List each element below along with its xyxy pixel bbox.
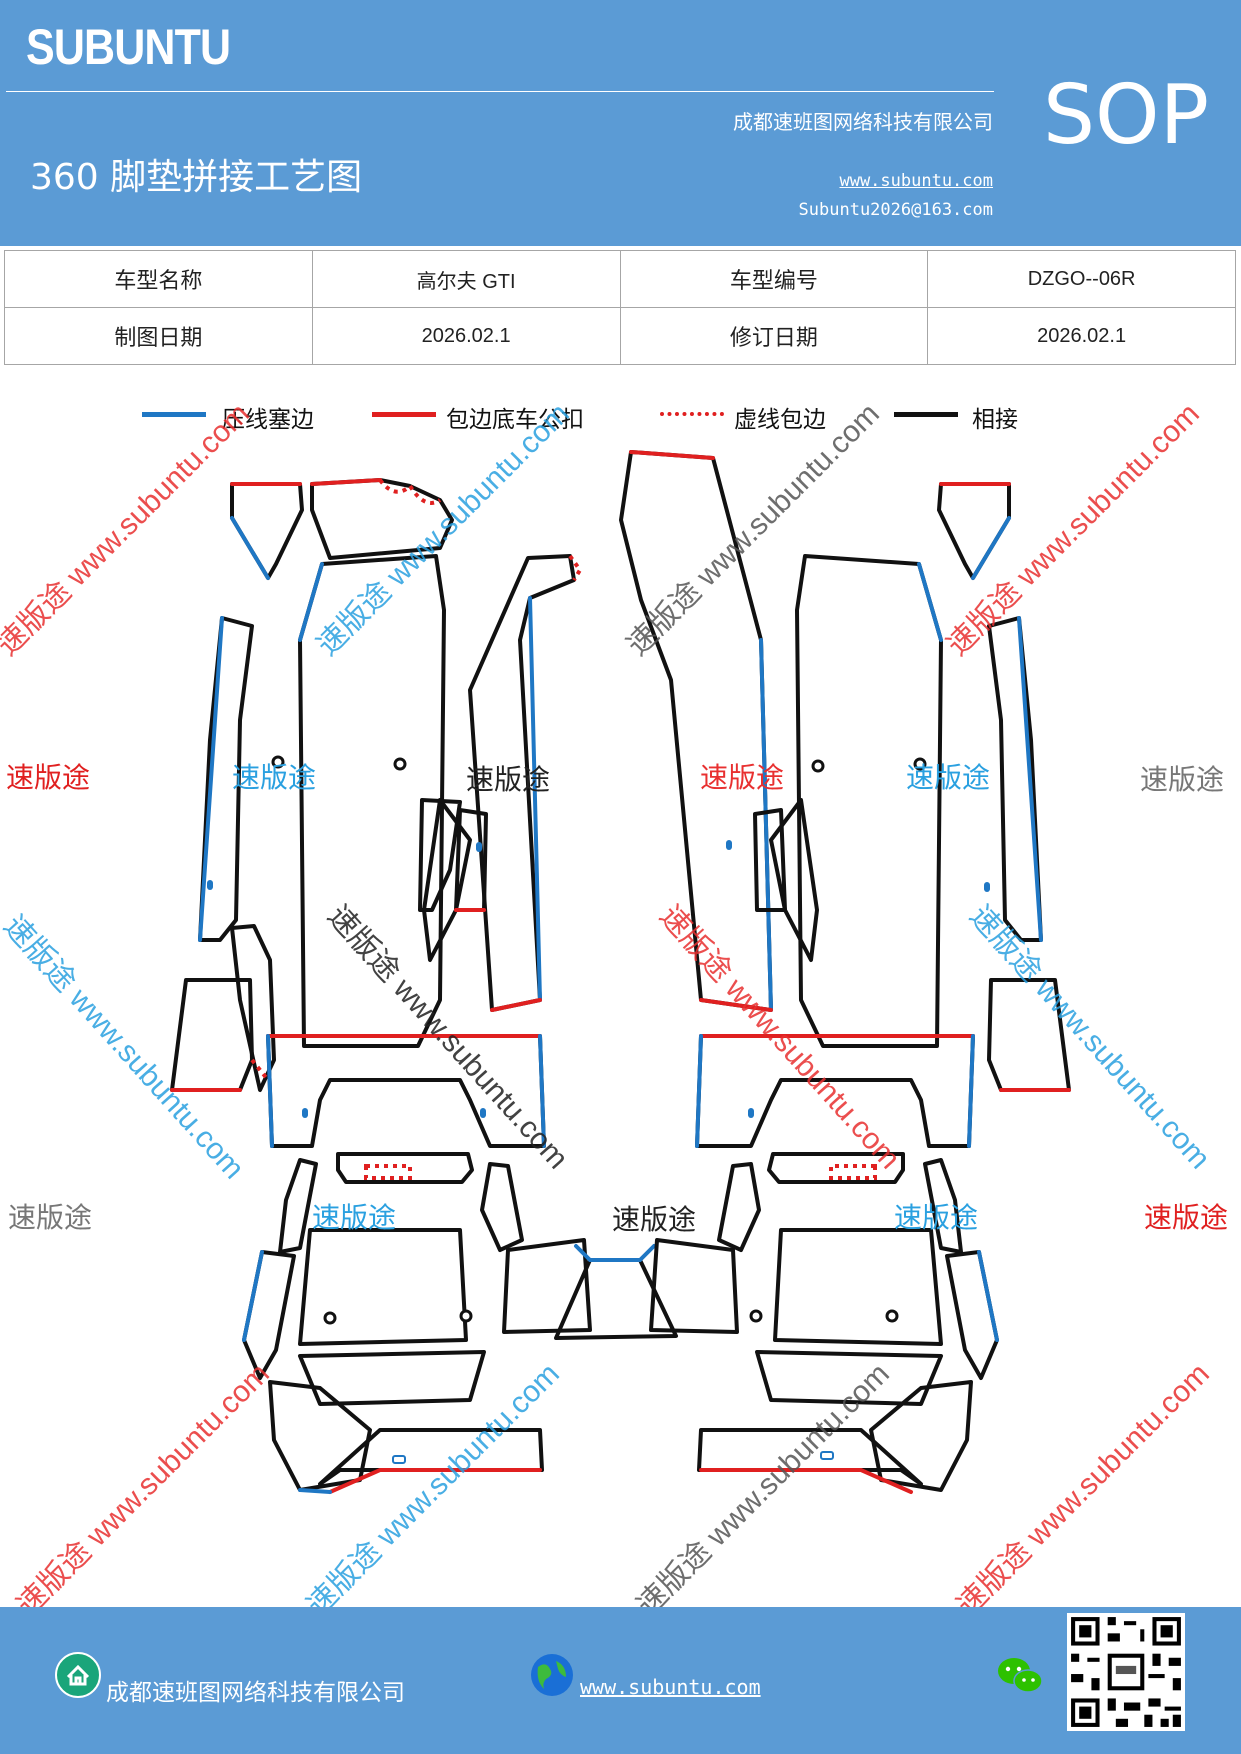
blue-clip-marker — [476, 842, 482, 852]
legend-swatch-red — [372, 412, 436, 417]
mat-piece — [554, 1258, 678, 1340]
legend-swatch-red-dotted — [660, 412, 724, 416]
model-code-value: DZGO--06R — [927, 250, 1236, 308]
mat-piece — [649, 1238, 739, 1334]
mat-piece — [480, 1162, 524, 1252]
blue-clip-marker — [392, 1455, 406, 1464]
mat-piece — [717, 1162, 761, 1252]
mat-piece — [987, 978, 1071, 1092]
legend-label-dotted-edge: 虚线包边 — [734, 407, 826, 433]
mat-piece — [923, 1158, 963, 1254]
blue-clip-marker — [726, 840, 732, 850]
wechat-icon[interactable] — [996, 1655, 1044, 1697]
blue-clip-marker — [748, 1108, 754, 1118]
blue-clip-marker — [302, 1108, 308, 1118]
hole-marker — [913, 757, 927, 771]
table-row: 车型名称 高尔夫 GTI 车型编号 DZGO--06R — [4, 250, 1236, 308]
mat-piece — [753, 808, 787, 912]
mat-piece — [987, 616, 1043, 942]
front-right-mat-group — [619, 450, 1071, 1092]
legend-label-edge-buckle: 包边底车公扣 — [446, 407, 584, 433]
mat-piece — [619, 450, 773, 1012]
draw-date-value: 2026.02.1 — [311, 307, 621, 365]
mat-piece — [418, 798, 462, 912]
mat-piece — [695, 1034, 975, 1148]
mat-piece — [697, 1428, 923, 1486]
draw-date-label: 制图日期 — [4, 307, 313, 365]
mat-piece — [869, 1380, 973, 1492]
rear-right-mat-group — [649, 1034, 999, 1494]
hole-marker — [811, 759, 825, 773]
mat-piece — [230, 482, 304, 580]
revise-date-value: 2026.02.1 — [927, 307, 1236, 365]
hole-marker — [749, 1309, 763, 1323]
mat-piece — [266, 1034, 546, 1148]
mat-piece — [170, 978, 254, 1092]
hole-marker — [271, 755, 285, 769]
revise-date-label: 修订日期 — [619, 307, 929, 365]
mat-piece — [502, 1238, 592, 1334]
mat-piece — [318, 1428, 544, 1486]
brand-logo-text: SUBUNTU — [26, 19, 231, 75]
model-info-table: 车型名称 高尔夫 GTI 车型编号 DZGO--06R 制图日期 2026.02… — [4, 250, 1236, 365]
sop-label: SOP — [1043, 68, 1210, 163]
hole-marker — [885, 1309, 899, 1323]
page-title: 360 脚垫拼接工艺图 — [30, 157, 363, 198]
mat-piece — [767, 1152, 905, 1184]
hole-marker — [393, 757, 407, 771]
mat-piece — [937, 482, 1011, 580]
header-email[interactable]: Subuntu2026@163.com — [798, 200, 993, 220]
mat-piece — [422, 798, 472, 962]
mat-piece — [795, 554, 943, 1048]
header-banner: SUBUNTU SOP 成都速班图网络科技有限公司 360 脚垫拼接工艺图 ww… — [0, 0, 1241, 246]
globe-icon — [531, 1654, 573, 1696]
mat-piece — [773, 1228, 943, 1346]
legend-label-join: 相接 — [972, 407, 1018, 433]
mat-piece — [278, 1158, 318, 1254]
rear-left-mat-group — [242, 1034, 592, 1494]
legend-swatch-blue — [142, 412, 206, 417]
blue-clip-marker — [984, 882, 990, 892]
footer-url-link[interactable]: www.subuntu.com — [580, 1675, 761, 1699]
fastener-holes — [207, 755, 990, 1464]
front-left-mat-group — [170, 478, 583, 1092]
floor-mat-diagram: .k{fill:none;stroke:#111;stroke-width:4;… — [170, 450, 1071, 1494]
mat-piece — [242, 1250, 296, 1380]
footer-company-name: 成都速班图网络科技有限公司 — [106, 1680, 405, 1706]
hole-marker — [459, 1309, 473, 1323]
mat-piece — [298, 1228, 468, 1346]
mat-piece — [336, 1152, 474, 1184]
legend-swatch-black — [894, 412, 958, 417]
mat-piece — [268, 1380, 372, 1492]
center-tunnel-group — [554, 1244, 678, 1340]
blue-clip-marker — [820, 1451, 834, 1460]
table-row: 制图日期 2026.02.1 修订日期 2026.02.1 — [4, 307, 1236, 365]
mat-piece — [468, 554, 576, 1012]
qr-code-icon[interactable] — [1067, 1613, 1185, 1731]
company-logo-icon — [55, 1652, 101, 1698]
mat-piece — [198, 616, 254, 942]
mat-piece — [230, 924, 276, 1092]
mat-piece — [298, 554, 446, 1048]
mat-piece — [945, 1250, 999, 1380]
blue-clip-marker — [480, 1108, 486, 1118]
footer-banner: 成都速班图网络科技有限公司 www.subuntu.com — [0, 1607, 1241, 1754]
model-name-label: 车型名称 — [4, 250, 313, 308]
legend-label-press-line: 压线塞边 — [222, 407, 314, 433]
model-name-value: 高尔夫 GTI — [311, 250, 621, 308]
model-code-label: 车型编号 — [619, 250, 929, 308]
header-divider — [6, 91, 994, 92]
header-company-name: 成都速班图网络科技有限公司 — [733, 110, 993, 134]
blue-clip-marker — [207, 880, 213, 890]
header-url-link[interactable]: www.subuntu.com — [839, 171, 993, 191]
legend: 压线塞边 包边底车公扣 虚线包边 相接 — [0, 400, 1241, 440]
mat-piece — [769, 798, 819, 962]
mat-piece — [310, 478, 454, 560]
hole-marker — [323, 1311, 337, 1325]
